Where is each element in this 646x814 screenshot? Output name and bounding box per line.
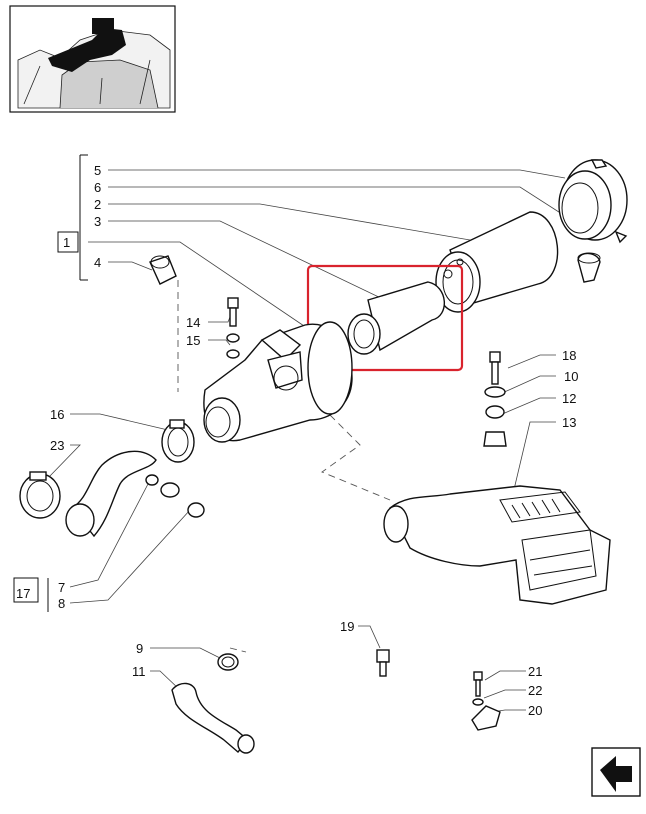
callout-20: 20 xyxy=(528,703,542,718)
end-cap-part[interactable] xyxy=(558,159,628,244)
hose-clamp-small-part[interactable] xyxy=(19,471,61,519)
callout-16: 16 xyxy=(50,407,64,422)
bolt-part[interactable] xyxy=(226,297,240,359)
callout-22: 22 xyxy=(528,683,542,698)
callout-13: 13 xyxy=(562,415,576,430)
hose-11-part[interactable] xyxy=(171,682,255,754)
callout-15: 15 xyxy=(186,333,200,348)
callout-12: 12 xyxy=(562,391,576,406)
bracket-20-part[interactable] xyxy=(471,671,501,731)
plug-part[interactable] xyxy=(149,255,177,285)
callout-21: 21 xyxy=(528,664,542,679)
washer-12-part[interactable] xyxy=(485,405,505,419)
main-filter-element-part[interactable] xyxy=(435,211,559,313)
dust-valve-part[interactable] xyxy=(577,252,601,283)
callout-17: 17 xyxy=(16,586,30,601)
callout-3: 3 xyxy=(94,214,101,229)
callout-23: 23 xyxy=(50,438,64,453)
callout-4: 4 xyxy=(94,255,101,270)
callout-9: 9 xyxy=(136,641,143,656)
callout-2: 2 xyxy=(94,197,101,212)
callout-18: 18 xyxy=(562,348,576,363)
small-clamp-9-part[interactable] xyxy=(217,653,239,671)
callout-6: 6 xyxy=(94,180,101,195)
nut-part[interactable] xyxy=(483,431,507,447)
cap-8-part[interactable] xyxy=(187,502,205,518)
clamp-small-7-part[interactable] xyxy=(160,482,180,498)
highlight-box xyxy=(306,264,464,372)
callout-11: 11 xyxy=(132,664,146,679)
stud-part[interactable] xyxy=(489,351,501,385)
safety-filter-element-part[interactable] xyxy=(347,281,446,355)
hose-clamp-large-part[interactable] xyxy=(161,419,195,463)
callout-8: 8 xyxy=(58,596,65,611)
callout-7: 7 xyxy=(58,580,65,595)
air-filter-housing-part[interactable] xyxy=(203,321,353,443)
callout-10: 10 xyxy=(564,369,578,384)
bolt-19-part[interactable] xyxy=(376,649,390,677)
callout-labels: 5 6 2 3 1 4 14 15 16 23 17 7 8 18 10 12 … xyxy=(16,163,578,718)
washer-10-part[interactable] xyxy=(484,386,506,398)
arrow-right-icon[interactable] xyxy=(591,747,641,797)
inlet-duct-part[interactable] xyxy=(383,485,611,605)
callout-1: 1 xyxy=(63,235,70,250)
intake-hose-part[interactable] xyxy=(65,450,159,538)
callout-19: 19 xyxy=(340,619,354,634)
callout-5: 5 xyxy=(94,163,101,178)
callout-14: 14 xyxy=(186,315,200,330)
engine-thumbnail-icon[interactable] xyxy=(9,5,176,113)
